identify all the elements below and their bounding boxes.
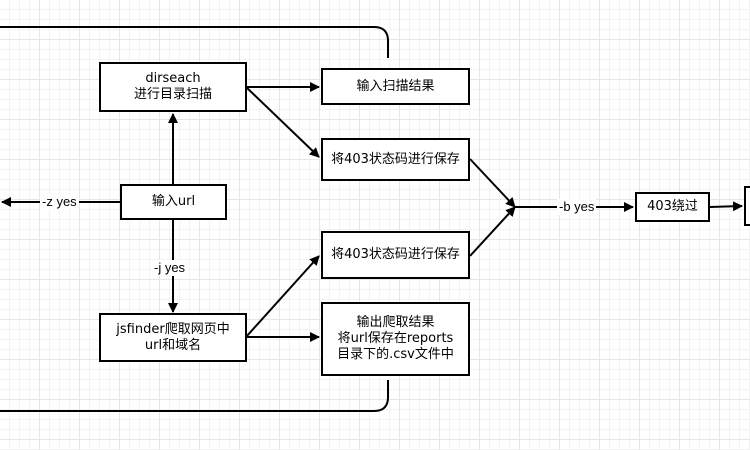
node-jsfinder-label: jsfinder爬取网页中 url和域名	[116, 321, 230, 353]
node-next-cropped	[744, 186, 750, 226]
edge-label-j-yes: -j yes	[152, 260, 188, 276]
node-crawl-output-label: 输出爬取结果 将url保存在reports 目录下的.csv文件中	[337, 315, 454, 362]
loop-edge-top	[0, 26, 389, 58]
node-save-403-top: 将403状态码进行保存	[321, 138, 470, 181]
node-dirseach: dirseach 进行目录扫描	[99, 62, 247, 112]
edge-jsfinder-to-save403	[245, 255, 320, 338]
edge-dirseach-to-save403	[245, 86, 320, 158]
node-input-url: 输入url	[120, 184, 227, 220]
edge-save403-top-merge	[469, 158, 516, 208]
node-dirseach-label: dirseach 进行目录扫描	[133, 71, 212, 102]
node-403-bypass-label: 403绕过	[647, 199, 698, 214]
node-scan-result: 输入扫描结果	[321, 68, 470, 105]
edge-bypass-to-next	[709, 201, 743, 212]
node-input-url-label: 输入url	[151, 194, 196, 209]
edge-save403-bottom-merge	[469, 206, 516, 257]
loop-edge-bottom	[0, 380, 389, 412]
edge-label-z-yes: -z yes	[40, 194, 79, 210]
edge-label-b-yes: -b yes	[557, 199, 597, 215]
node-save-403-top-label: 将403状态码进行保存	[331, 151, 460, 167]
node-crawl-output: 输出爬取结果 将url保存在reports 目录下的.csv文件中	[321, 302, 470, 376]
node-403-bypass: 403绕过	[635, 192, 710, 222]
node-save-403-bottom-label: 将403状态码进行保存	[331, 247, 460, 262]
node-save-403-bottom: 将403状态码进行保存	[321, 231, 470, 279]
node-jsfinder: jsfinder爬取网页中 url和域名	[99, 313, 247, 362]
node-scan-result-label: 输入扫描结果	[356, 78, 435, 94]
